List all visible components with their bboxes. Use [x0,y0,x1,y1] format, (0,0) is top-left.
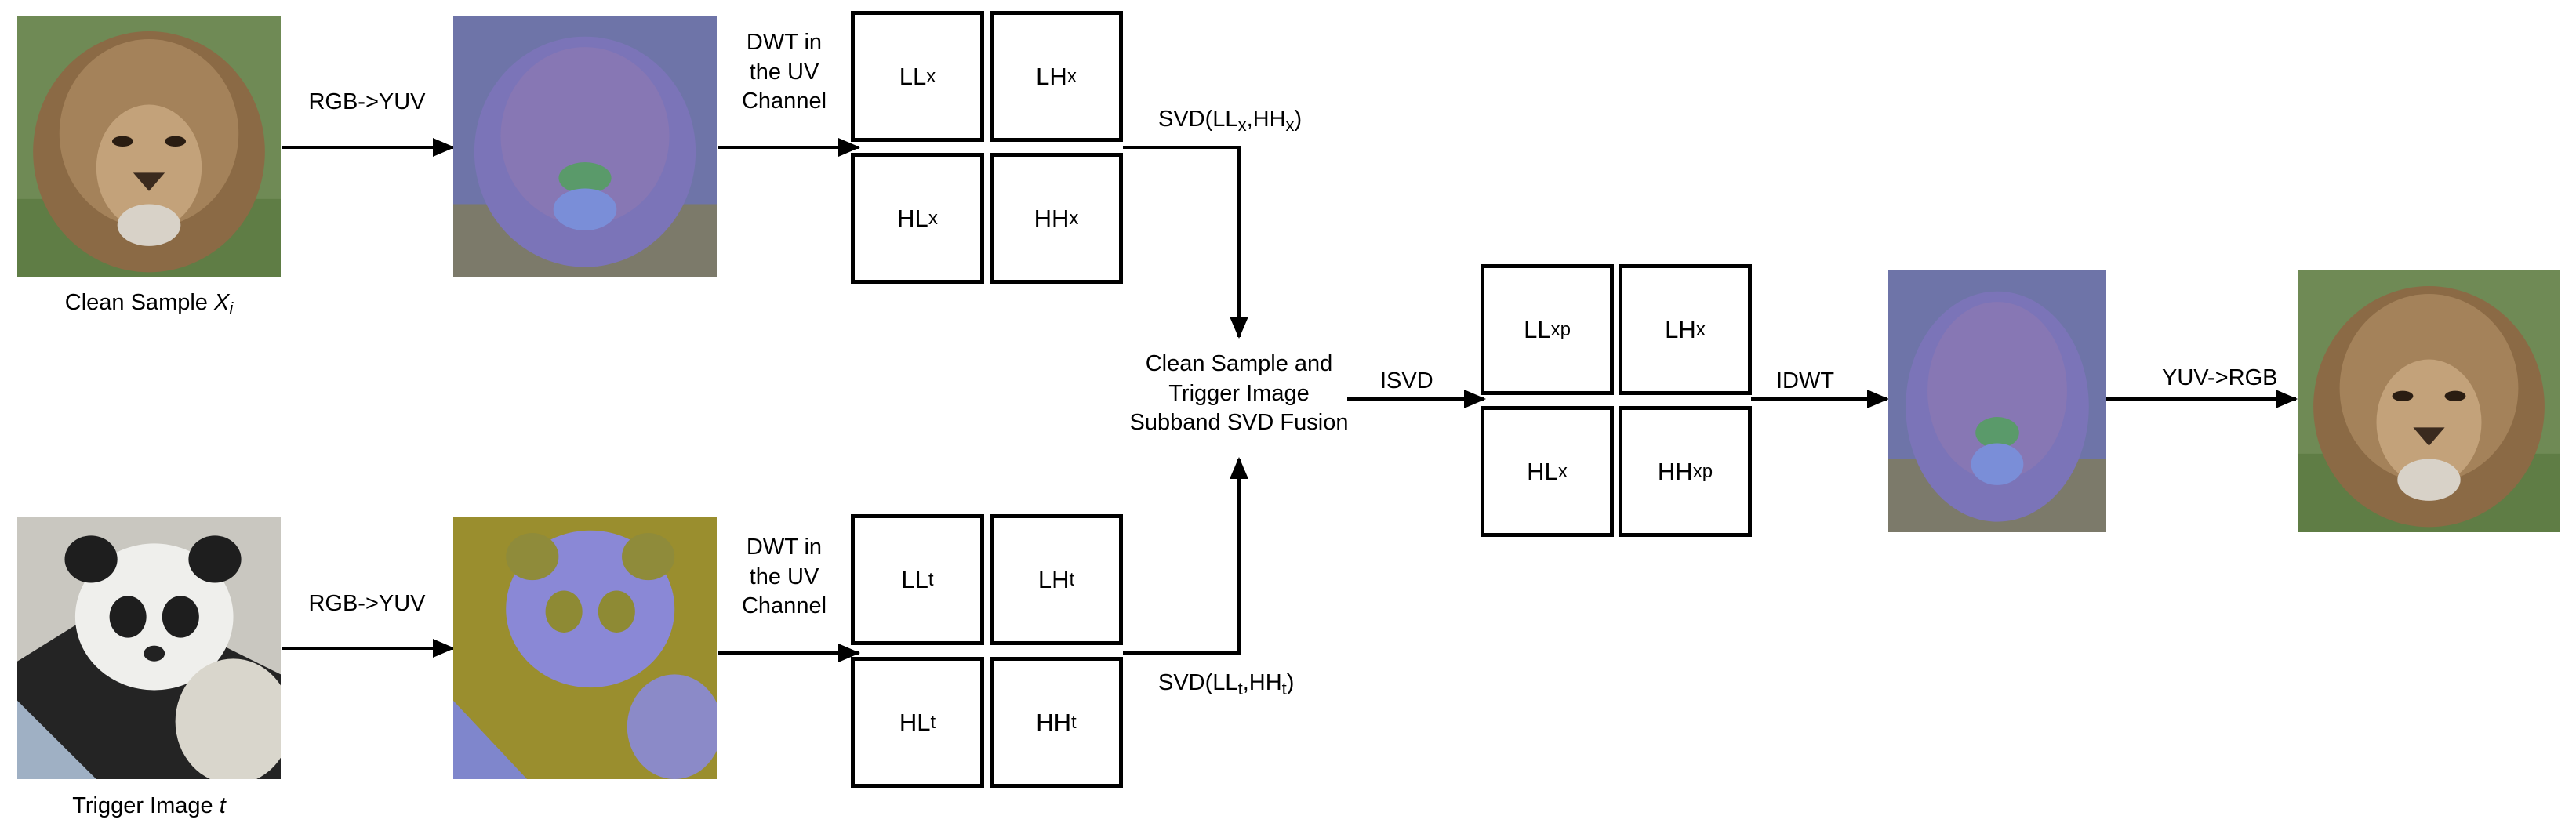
clean-sample-caption: Clean Sample Xi [64,290,234,318]
isvd-label: ISVD [1380,368,1433,393]
rgb-yuv-label-top: RGB->YUV [308,89,426,114]
poisoned-sample-image [2298,270,2560,532]
trigger-image [17,517,281,779]
idwt-label: IDWT [1776,368,1835,393]
svd-bottom-label: SVD(LLt,HHt) [1158,670,1295,698]
poisoned-yuv-image [1888,270,2106,532]
arrow-svd-bottom [1123,457,1248,655]
trigger-image-caption: Trigger Image t [72,793,226,818]
rgb-yuv-label-bottom: RGB->YUV [308,591,426,616]
trigger-yuv-image [453,517,717,779]
clean-yuv-image [453,16,717,277]
svd-top-label: SVD(LLx,HHx) [1158,107,1303,135]
yuv-rgb-label: YUV->RGB [2162,365,2278,390]
clean-sample-image [17,16,281,277]
arrow-svd-top [1123,146,1248,339]
